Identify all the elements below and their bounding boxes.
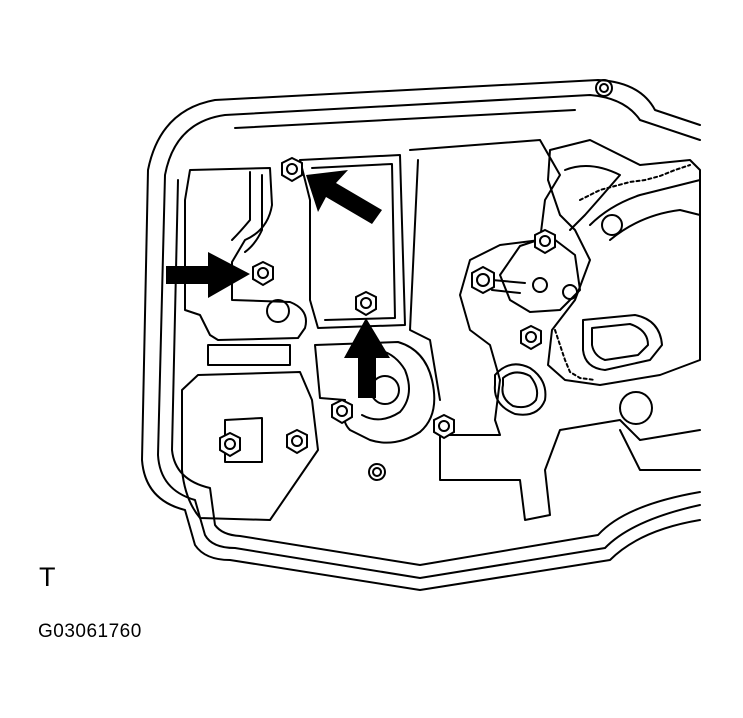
bolt-icon: [331, 398, 353, 425]
triangular-opening: [582, 314, 663, 371]
view-label: T: [39, 562, 56, 592]
bolt-icon: [281, 156, 303, 183]
mount-hole-top-right: [595, 79, 613, 97]
bolt-icon: [219, 431, 241, 458]
bolt-icon: [433, 413, 455, 440]
bolt-icon: [355, 290, 377, 317]
panel-outline-inner-2: [171, 109, 701, 566]
left-bracket: [184, 167, 307, 341]
arrow-icon: [344, 318, 390, 398]
bolt-icon: [534, 228, 556, 255]
arrow-icon: [166, 252, 250, 298]
oval-opening: [493, 363, 547, 416]
bolt-icon: [471, 265, 495, 295]
panel-outline-inner: [157, 94, 701, 579]
figure-code: G03061760: [38, 621, 142, 642]
gear-icon: [491, 139, 701, 386]
panel-outline-outer: [141, 79, 701, 591]
right-subframe: [409, 139, 701, 521]
bolt-icon: [520, 324, 542, 351]
central-frame: [299, 154, 406, 329]
bolt-icon: [286, 428, 308, 455]
arrow-icon: [306, 170, 382, 224]
bolt-icon: [252, 260, 274, 287]
